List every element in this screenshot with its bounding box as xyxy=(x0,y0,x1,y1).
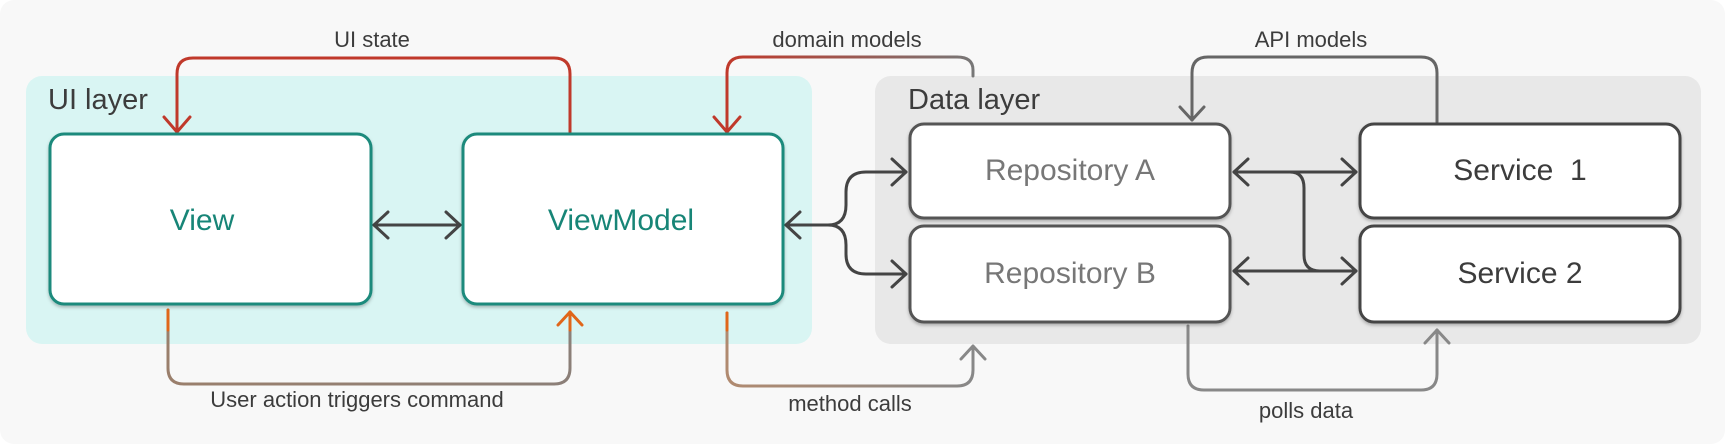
repository-a-label: Repository A xyxy=(985,154,1155,187)
viewmodel-node[interactable]: ViewModel xyxy=(461,132,785,306)
ui-state-label: UI state xyxy=(334,27,410,52)
api-models-label: API models xyxy=(1255,27,1368,52)
user-action-arrow xyxy=(166,308,584,386)
domain-models-arrow xyxy=(712,55,975,134)
repository-a-node[interactable]: Repository A xyxy=(908,122,1232,220)
ui-layer-title: UI layer xyxy=(48,84,148,116)
repository-b-label: Repository B xyxy=(984,257,1156,290)
view-node[interactable]: View xyxy=(48,132,373,306)
repository-b-node[interactable]: Repository B xyxy=(908,224,1232,324)
service-1-label: Service 1 xyxy=(1453,154,1586,187)
service-1-node[interactable]: Service 1 xyxy=(1358,122,1682,220)
user-action-label: User action triggers command xyxy=(210,387,503,412)
view-viewmodel-arrow xyxy=(372,210,462,240)
api-models-arrow xyxy=(1178,55,1439,124)
service-2-label: Service 2 xyxy=(1457,257,1582,290)
viewmodel-node-label: ViewModel xyxy=(548,204,694,237)
view-node-label: View xyxy=(170,204,235,237)
domain-models-label: domain models xyxy=(772,27,921,52)
viewmodel-repositories-arrow xyxy=(784,157,908,289)
polls-data-arrow xyxy=(1186,324,1451,392)
method-calls-arrow xyxy=(725,311,987,388)
data-layer-title: Data layer xyxy=(908,84,1041,116)
repositories-services-arrows xyxy=(1232,157,1358,286)
method-calls-label: method calls xyxy=(788,391,912,416)
polls-data-label: polls data xyxy=(1259,398,1354,423)
service-2-node[interactable]: Service 2 xyxy=(1358,224,1682,324)
ui-state-arrow xyxy=(162,56,572,134)
